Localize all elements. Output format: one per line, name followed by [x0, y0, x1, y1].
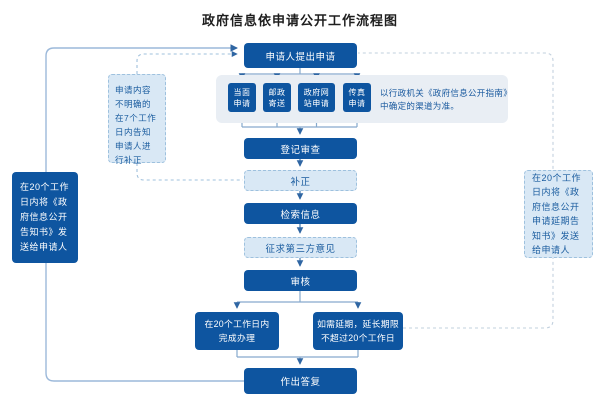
- node-channel-fax: 传真 申请: [343, 83, 371, 112]
- page-title: 政府信息依申请公开工作流程图: [201, 13, 398, 28]
- node-channel-in-person: 当面 申请: [228, 83, 256, 112]
- node-start-application: 申请人提出申请: [244, 43, 357, 68]
- node-review: 审核: [244, 270, 357, 291]
- channel-note-text: 以行政机关《政府信息公开指南》 中确定的渠道为准。: [380, 88, 513, 111]
- node-channel-website: 政府网 站申请: [298, 83, 335, 112]
- node-channel-postal: 邮政 寄送: [263, 83, 291, 112]
- node-complete-in-20-days: 在20个工作日内 完成办理: [195, 312, 279, 350]
- node-supplement: 补正: [244, 170, 357, 191]
- node-search-info: 检索信息: [244, 203, 357, 224]
- node-left-disclosure-notice: 在20个工作日内将《政府信息公开告知书》发送给申请人: [12, 172, 78, 263]
- node-make-reply: 作出答复: [244, 368, 357, 394]
- node-third-party-opinion: 征求第三方意见: [244, 237, 357, 258]
- node-register-review: 登记审查: [244, 138, 357, 159]
- note-supplement-correction: 申请内容不明确的在7个工作日内告知申请人进行补正: [108, 74, 166, 165]
- node-delay-extension: 如需延期，延长期限 不超过20个工作日: [313, 312, 403, 350]
- node-right-delay-notice: 在20个工作日内将《政府信息公开申请延期告知书》发送给申请人: [524, 170, 593, 258]
